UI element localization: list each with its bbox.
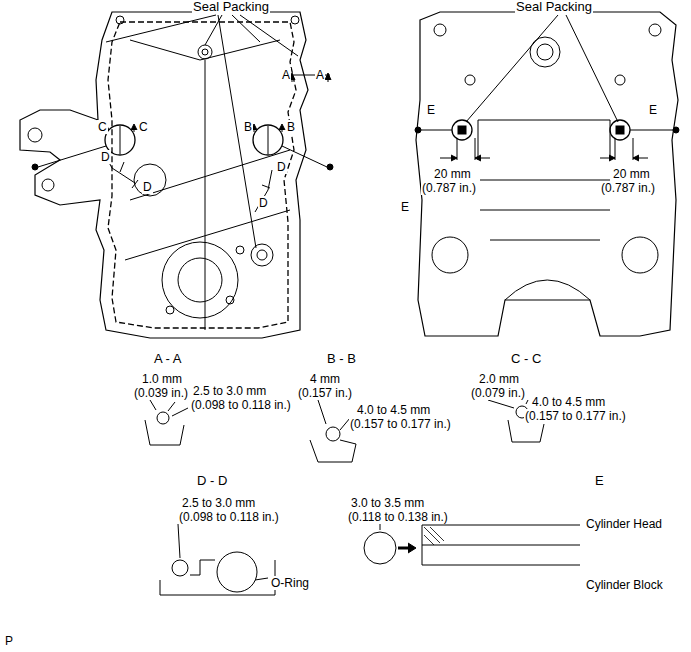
section-letter: D [276, 160, 287, 174]
section-letter: D [258, 196, 269, 210]
dimension-label: (0.157 to 0.177 in.) [524, 409, 627, 423]
dimension-label: (0.098 to 0.118 in.) [190, 398, 292, 412]
dimension-label: (0.039 in.) [133, 386, 189, 400]
section-letter: C [138, 120, 149, 134]
dimension-label: (0.157 in.) [297, 386, 353, 400]
section-letter: E [400, 200, 410, 214]
dimension-label: 4.0 to 4.5 mm [531, 395, 606, 409]
section-letter: A [281, 68, 291, 82]
dimension-label: 4.0 to 4.5 mm [356, 403, 431, 417]
section-title: A - A [153, 352, 182, 366]
section-letter: D [100, 150, 111, 164]
dimension-label: (0.787 in.) [600, 181, 656, 195]
callout-text: Seal Packing [515, 0, 593, 14]
dimension-label: (0.118 to 0.138 in.) [347, 510, 449, 524]
section-letter: D [142, 180, 153, 194]
part-label: Cylinder Head [585, 517, 663, 531]
dimension-label: 4 mm [309, 372, 341, 386]
dimension-label: 20 mm [612, 167, 651, 181]
dimension-label: (0.098 to 0.118 in.) [178, 510, 280, 524]
dimension-label: 2.5 to 3.0 mm [192, 384, 267, 398]
figure-code: P [4, 634, 14, 648]
callout-text: Seal Packing [192, 0, 270, 14]
part-label: O-Ring [270, 576, 310, 590]
section-title: D - D [196, 474, 228, 488]
section-title: C - C [510, 352, 542, 366]
section-title: E [594, 474, 605, 488]
section-letter: E [648, 103, 658, 117]
section-title: B - B [326, 352, 357, 366]
dimension-label: 2.5 to 3.0 mm [181, 496, 256, 510]
dimension-label: 2.0 mm [478, 372, 520, 386]
dimension-label: (0.787 in.) [421, 181, 477, 195]
section-letter: C [97, 120, 108, 134]
dimension-label: (0.079 in.) [470, 386, 526, 400]
dimension-label: (0.157 to 0.177 in.) [349, 417, 452, 431]
dimension-label: 3.0 to 3.5 mm [350, 496, 425, 510]
dimension-label: 1.0 mm [141, 372, 183, 386]
section-letter: B [286, 120, 296, 134]
section-letter: B [243, 120, 253, 134]
section-letter: E [426, 103, 436, 117]
section-letter: A [315, 68, 325, 82]
dimension-label: 20 mm [433, 167, 472, 181]
part-label: Cylinder Block [585, 578, 664, 592]
